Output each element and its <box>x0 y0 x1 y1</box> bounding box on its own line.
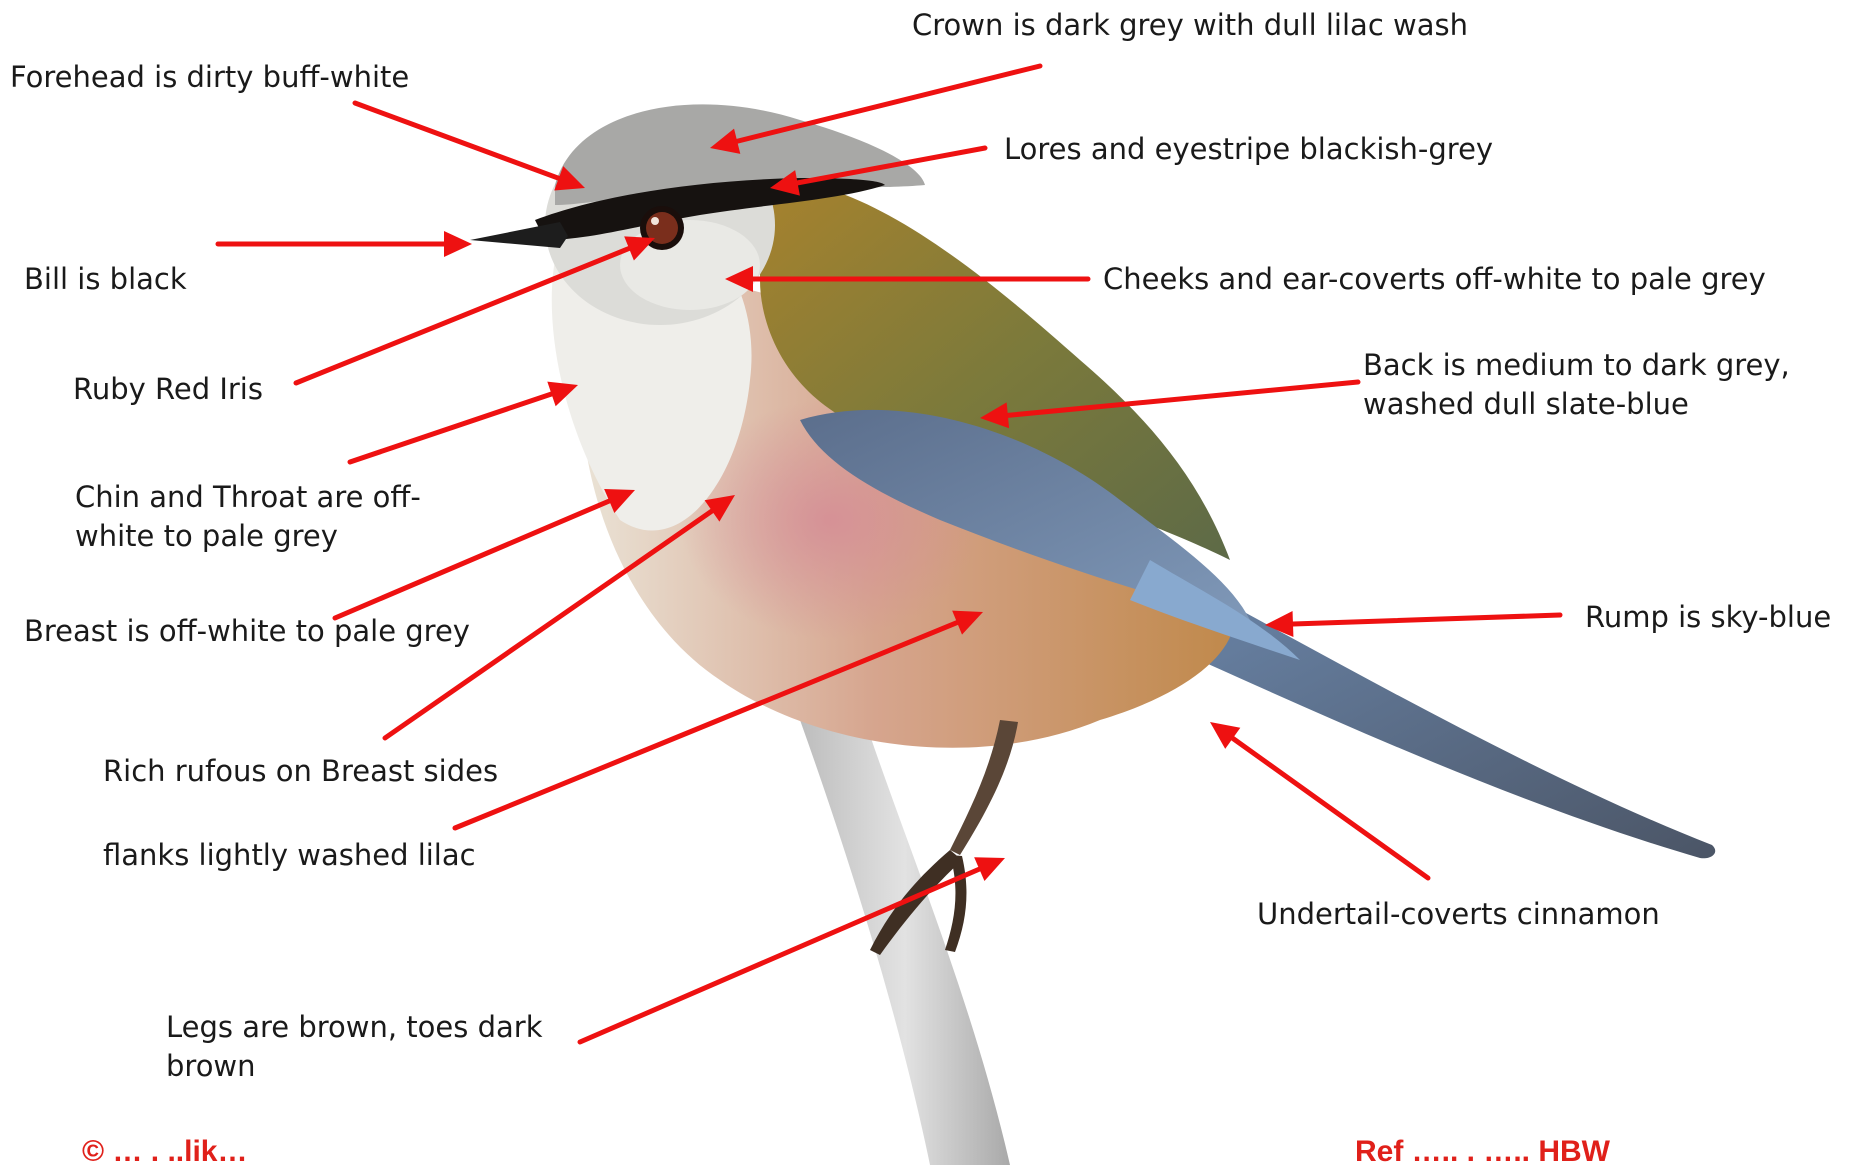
arrow-lores <box>770 148 985 196</box>
label-iris: Ruby Red Iris <box>73 370 263 409</box>
label-cheeks: Cheeks and ear-coverts off-white to pale… <box>1103 260 1766 299</box>
label-breast: Breast is off-white to pale grey <box>24 612 470 651</box>
arrow-flanks <box>455 611 983 828</box>
label-flanks: flanks lightly washed lilac <box>103 836 476 875</box>
arrow-back <box>980 382 1358 428</box>
label-undertail: Undertail-coverts cinnamon <box>1257 895 1660 934</box>
arrow-chin <box>350 382 578 462</box>
arrow-forehead <box>355 103 585 190</box>
label-bill: Bill is black <box>24 260 187 299</box>
arrow-legs <box>580 857 1005 1042</box>
arrow-cheeks <box>725 266 1088 292</box>
label-back: Back is medium to dark grey, washed dull… <box>1363 346 1803 424</box>
arrow-iris <box>296 236 655 383</box>
label-chin-throat: Chin and Throat are off-white to pale gr… <box>75 478 445 556</box>
arrow-crown <box>710 66 1040 154</box>
label-lores: Lores and eyestripe blackish-grey <box>1004 130 1493 169</box>
arrow-rump <box>1265 611 1560 637</box>
arrow-bill <box>218 231 472 257</box>
label-rump: Rump is sky-blue <box>1585 598 1831 637</box>
label-crown: Crown is dark grey with dull lilac wash <box>912 6 1468 45</box>
label-rufous: Rich rufous on Breast sides <box>103 752 498 791</box>
arrow-undertail <box>1210 722 1428 878</box>
footer-copyright: © … . ..lik… <box>82 1135 247 1169</box>
footer-reference: Ref ….. . ….. HBW <box>1355 1135 1610 1169</box>
label-forehead: Forehead is dirty buff-white <box>10 58 409 97</box>
label-legs: Legs are brown, toes dark brown <box>166 1008 566 1086</box>
